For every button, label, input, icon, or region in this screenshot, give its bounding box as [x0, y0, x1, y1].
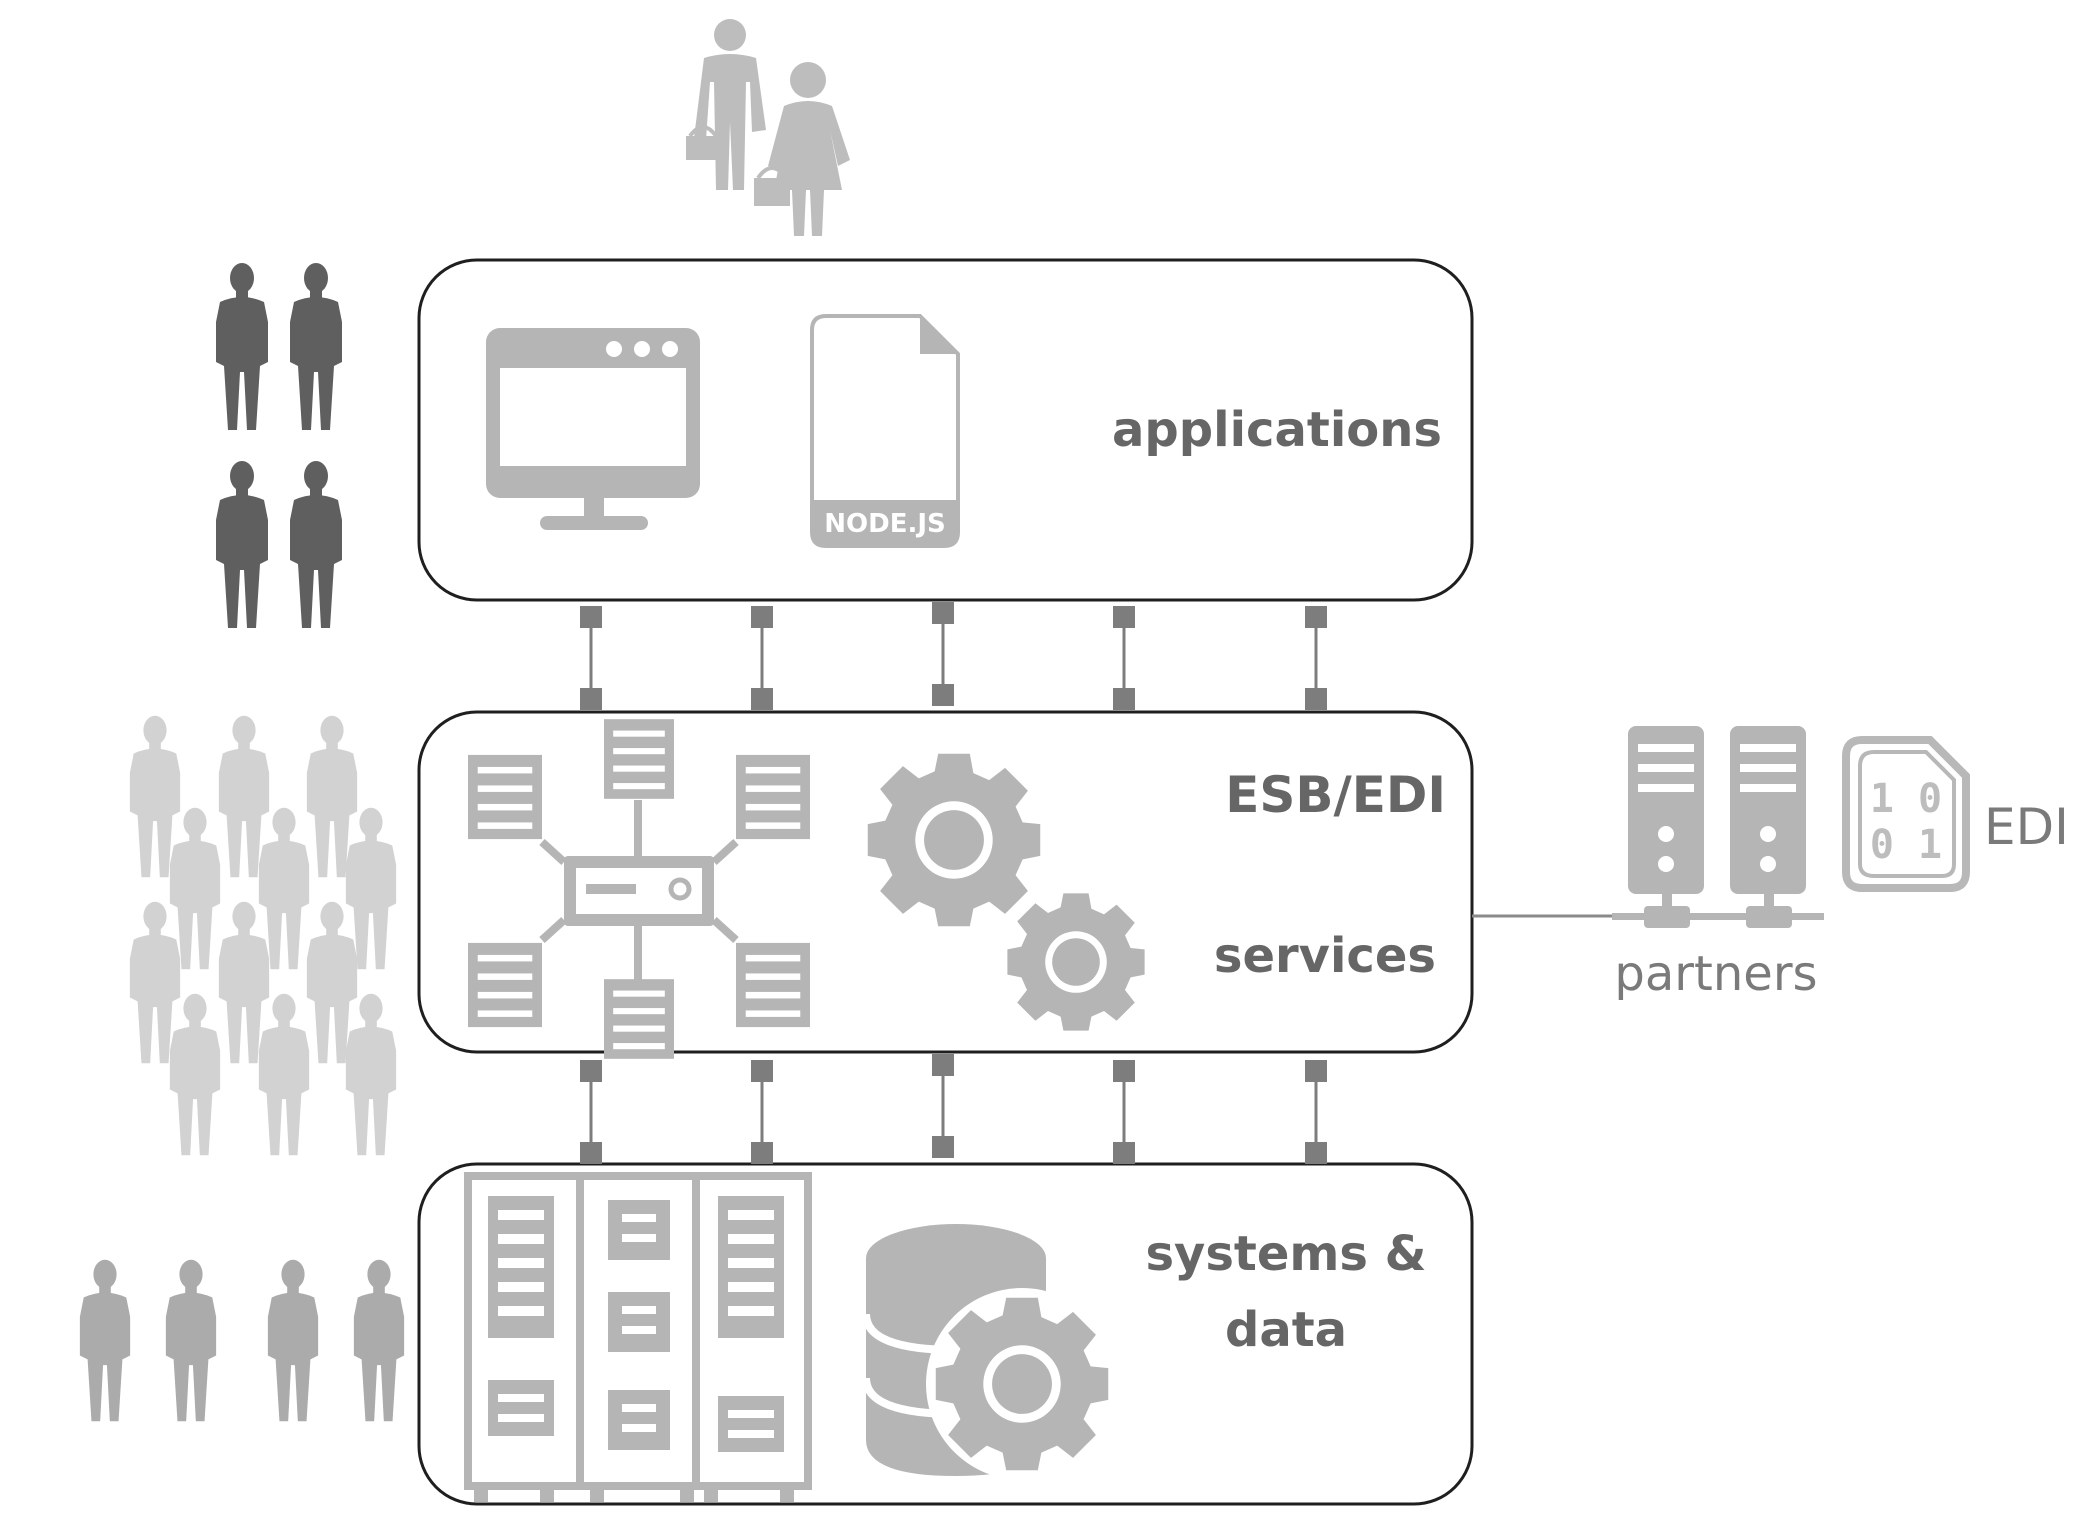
applications-label: applications: [1112, 402, 1442, 458]
connectors-top: [580, 602, 1327, 710]
systems-label-line2: data: [1225, 1302, 1347, 1358]
connectors-bottom: [580, 1054, 1327, 1164]
partners-label: partners: [1614, 946, 1817, 1002]
nodejs-file-icon: NODE.JS: [810, 314, 960, 548]
light-people-group: [129, 715, 397, 1156]
network-hub-icon: [468, 719, 810, 1059]
database-gear-icon: [862, 1224, 1118, 1480]
monitor-icon: [486, 328, 700, 530]
partner-servers-icon: [1612, 726, 1824, 928]
server-rack-icon: [464, 1172, 812, 1502]
mid-people-group: [79, 1259, 405, 1422]
esb-edi-label: ESB/EDI: [1225, 766, 1446, 824]
services-label: services: [1214, 928, 1436, 984]
nodejs-label: NODE.JS: [824, 509, 945, 539]
systems-label-line1: systems &: [1145, 1226, 1426, 1282]
edi-label: EDI: [1984, 798, 2069, 856]
shoppers-icon: [686, 19, 850, 236]
edi-file-icon: 1 0 0 1: [1842, 736, 1970, 892]
edi-digits-row2: 0 1: [1870, 822, 1942, 868]
dark-people-group: [216, 263, 342, 628]
edi-digits-row1: 1 0: [1870, 776, 1942, 822]
